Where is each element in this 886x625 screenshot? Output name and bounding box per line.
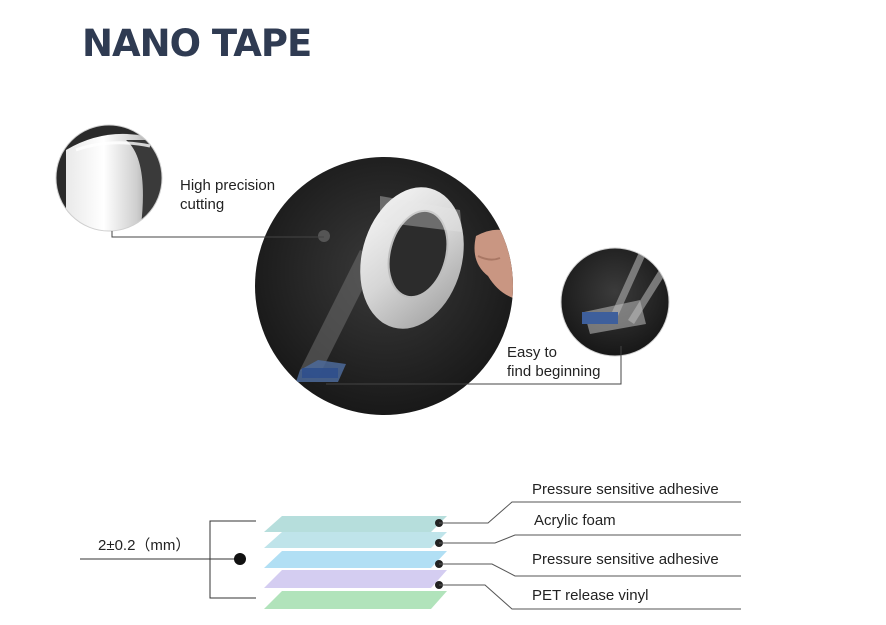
beginning-zoom-photo [561,248,669,356]
precision-callout-line [111,231,324,238]
thickness-label: 2±0.2（mm） [98,537,191,554]
layer-pet [264,591,447,609]
beginning-callout-line [326,346,622,385]
beginning-callout-label: Easy to find beginning [507,344,601,380]
precision-zoom-photo [56,125,162,231]
layer-diagram [80,501,741,610]
layer-label-psa-top: Pressure sensitive adhesive [532,481,719,498]
precision-callout-label: High precision cutting [180,177,276,213]
layer-psa-top [264,516,447,532]
layer-label-psa-bottom: Pressure sensitive adhesive [532,551,719,568]
layer-label-foam: Acrylic foam [534,512,616,529]
layer-label-pet: PET release vinyl [532,587,649,604]
layer-foam [264,532,447,548]
layer-psa-middle [264,551,447,568]
main-tape-photo [255,157,513,415]
layer-psa-bottom [264,570,447,588]
page-title: NANO TAPE [82,22,312,65]
